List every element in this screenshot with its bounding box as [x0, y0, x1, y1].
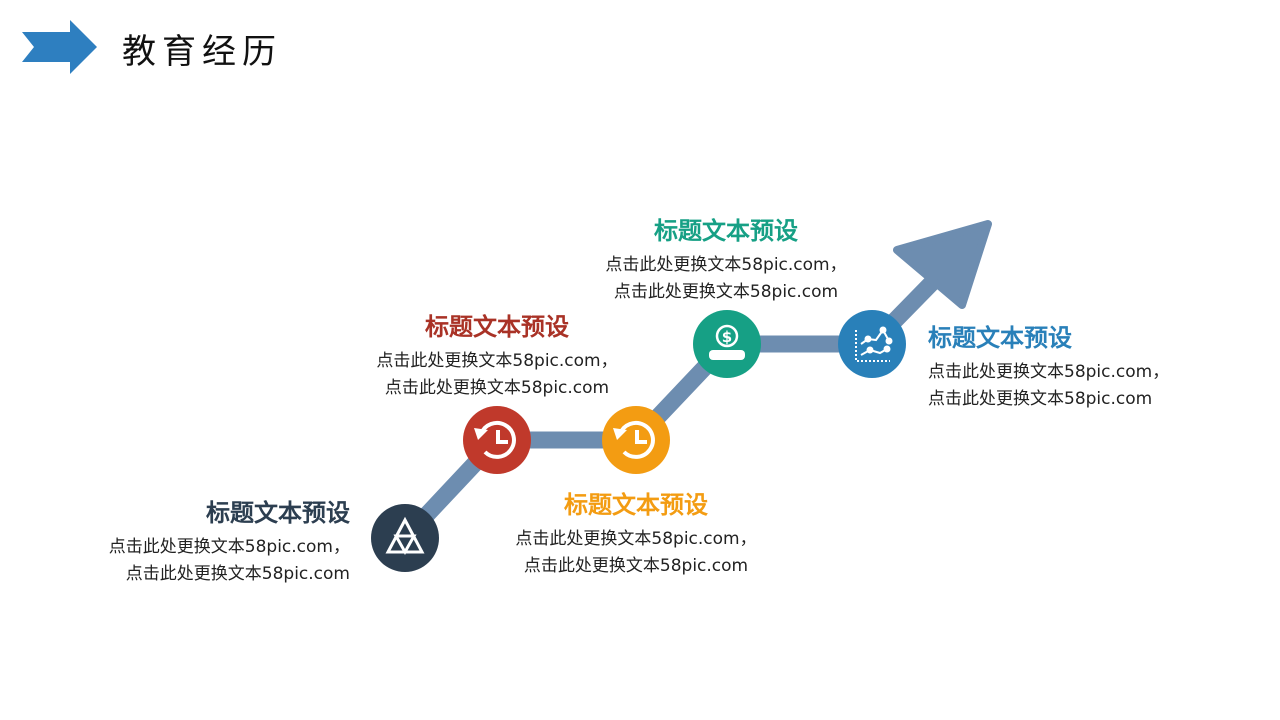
history-clock-icon [479, 420, 516, 459]
step-3-text: 标题文本预设 点击此处更换文本58pic.com， 点击此处更换文本58pic.… [486, 490, 786, 580]
header-arrow-icon [22, 20, 97, 74]
step-title: 标题文本预设 [425, 313, 569, 341]
step-desc-line: 点击此处更换文本58pic.com [384, 378, 610, 398]
step-3-circle [602, 406, 670, 474]
step-5-text: 标题文本预设 点击此处更换文本58pic.com， 点击此处更换文本58pic.… [928, 323, 1228, 413]
step-1-text: 标题文本预设 点击此处更换文本58pic.com， 点击此处更换文本58pic.… [50, 498, 350, 588]
step-desc-line: 点击此处更换文本58pic.com [523, 556, 749, 576]
step-title: 标题文本预设 [564, 491, 708, 519]
dollar-person-icon: $ [709, 324, 745, 360]
step-title: 标题文本预设 [206, 499, 350, 527]
step-desc-line: 点击此处更换文本58pic.com， [928, 362, 1170, 382]
step-title: 标题文本预设 [654, 217, 798, 245]
step-2-circle [463, 406, 531, 474]
step-desc-line: 点击此处更换文本58pic.com， [376, 351, 618, 371]
line-chart-icon [855, 326, 893, 362]
step-desc-line: 点击此处更换文本58pic.com [928, 389, 1153, 409]
step-desc-line: 点击此处更换文本58pic.com， [515, 529, 757, 549]
triangle-icon [385, 516, 425, 556]
history-clock-icon [618, 420, 655, 459]
step-1-circle [371, 504, 439, 572]
svg-text:$: $ [722, 328, 732, 346]
step-desc-line: 点击此处更换文本58pic.com， [108, 537, 350, 557]
step-4-text: 标题文本预设 点击此处更换文本58pic.com， 点击此处更换文本58pic.… [576, 216, 876, 306]
step-title: 标题文本预设 [928, 324, 1072, 352]
timeline-arrowhead [893, 220, 992, 309]
step-desc-line: 点击此处更换文本58pic.com， [605, 255, 847, 275]
step-4-circle: $ [693, 310, 761, 378]
step-2-text: 标题文本预设 点击此处更换文本58pic.com， 点击此处更换文本58pic.… [347, 312, 647, 402]
step-5-circle [838, 310, 906, 378]
step-desc-line: 点击此处更换文本58pic.com [613, 282, 839, 302]
step-desc-line: 点击此处更换文本58pic.com [125, 564, 350, 584]
page-title: 教育经历 [122, 32, 282, 72]
